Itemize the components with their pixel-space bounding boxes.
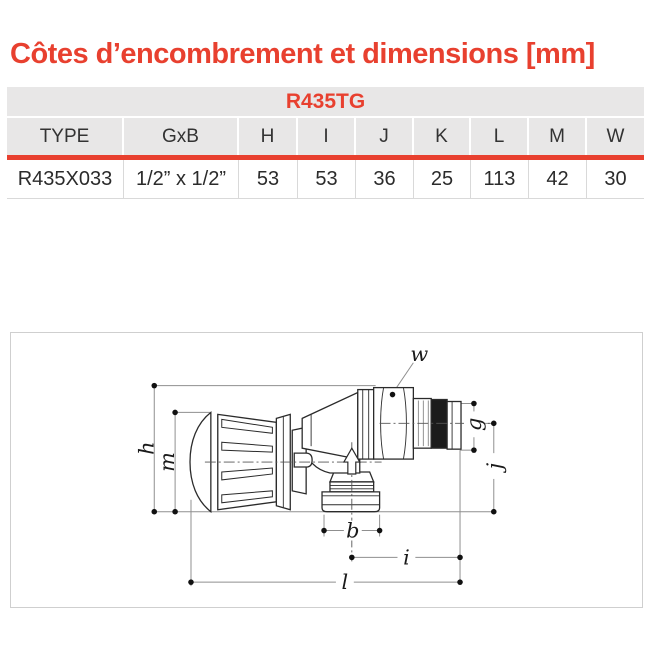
column-header-j: J xyxy=(356,118,414,155)
cell-l: 113 xyxy=(471,160,529,198)
column-header-h: H xyxy=(239,118,298,155)
cell-w: 30 xyxy=(587,160,644,198)
dim-label-j: j xyxy=(483,462,507,473)
column-header-l: L xyxy=(471,118,529,155)
table-header-row: TYPE GxB H I J K L M W xyxy=(7,118,644,155)
cell-j: 36 xyxy=(356,160,414,198)
table-row: R435X033 1/2” x 1/2” 53 53 36 25 113 42 … xyxy=(7,160,644,199)
cell-i: 53 xyxy=(298,160,356,198)
valve-drawing xyxy=(189,386,462,514)
stem-pin xyxy=(293,452,313,468)
column-header-k: K xyxy=(414,118,471,155)
cell-h: 53 xyxy=(239,160,298,198)
column-header-m: M xyxy=(529,118,587,155)
column-header-type: TYPE xyxy=(7,118,124,155)
dim-label-w: w xyxy=(410,342,428,366)
column-header-w: W xyxy=(587,118,644,155)
cell-type: R435X033 xyxy=(7,160,124,198)
page-title: Côtes d’encombrement et dimensions [mm] xyxy=(10,38,595,70)
union-ring xyxy=(357,388,375,460)
flow-arrow xyxy=(342,446,361,475)
dim-label-b: b xyxy=(346,519,359,543)
dim-label-h: h xyxy=(134,441,158,454)
valve-neck-cone xyxy=(301,391,359,460)
bottom-port xyxy=(321,471,381,513)
label-backplates xyxy=(335,411,505,593)
red-separator xyxy=(7,155,644,160)
column-header-gxb: GxB xyxy=(124,118,239,155)
dimensions-table: R435TG TYPE GxB H I J K L M W R435X033 1… xyxy=(7,87,644,199)
valve-drawing-svg: w h m g j b i l xyxy=(134,342,507,594)
dim-label-m: m xyxy=(155,452,179,472)
seal-band xyxy=(430,398,448,449)
column-header-i: I xyxy=(298,118,356,155)
dim-label-i: i xyxy=(403,545,410,569)
dimension-diagram: w h m g j b i l xyxy=(10,332,643,608)
cell-k: 25 xyxy=(414,160,471,198)
table-model-header: R435TG xyxy=(7,87,644,116)
dim-label-l: l xyxy=(342,570,349,594)
cell-m: 42 xyxy=(529,160,587,198)
dimension-dots xyxy=(151,382,497,585)
dim-label-g: g xyxy=(462,418,486,431)
end-cap xyxy=(446,400,462,450)
cell-gxb: 1/2” x 1/2” xyxy=(124,160,239,198)
